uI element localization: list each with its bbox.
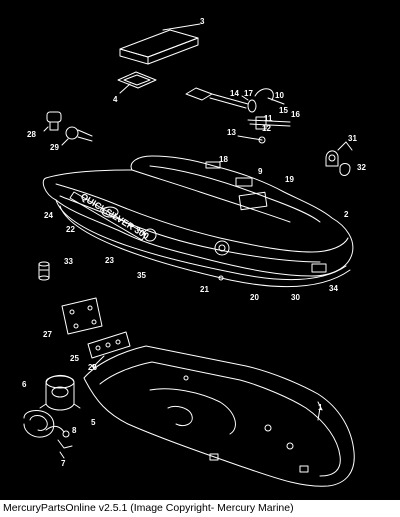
part-label-31[interactable]: 31 <box>348 134 357 143</box>
valve <box>43 111 62 132</box>
part-label-2[interactable]: 2 <box>344 210 349 219</box>
part-label-6[interactable]: 6 <box>22 380 27 389</box>
part-label-29[interactable]: 29 <box>50 143 59 152</box>
part-label-32[interactable]: 32 <box>357 163 366 172</box>
part-label-15[interactable]: 15 <box>279 106 288 115</box>
transom-bracket <box>87 331 131 368</box>
image-caption: MercuryPartsOnline v2.5.1 (Image Copyrig… <box>0 500 400 517</box>
part-label-3[interactable]: 3 <box>200 17 205 26</box>
mounting-plate <box>61 297 103 335</box>
part-label-4[interactable]: 4 <box>113 95 118 104</box>
part-label-21[interactable]: 21 <box>200 285 209 294</box>
brand-decal: QUICKSILVER 300 <box>79 191 151 241</box>
part-label-26[interactable]: 26 <box>88 363 97 372</box>
bracket-hardware <box>325 141 353 176</box>
inflatable-tube <box>42 155 354 288</box>
part-label-10[interactable]: 10 <box>275 91 284 100</box>
fitting <box>61 126 93 146</box>
pump-assembly <box>23 375 81 459</box>
part-label-18[interactable]: 18 <box>219 155 228 164</box>
part-label-25[interactable]: 25 <box>70 354 79 363</box>
part-label-28[interactable]: 28 <box>27 130 36 139</box>
cylinder-part <box>38 261 50 281</box>
part-label-12[interactable]: 12 <box>262 124 271 133</box>
part-label-5[interactable]: 5 <box>91 418 96 427</box>
exploded-view-drawing <box>42 23 354 288</box>
part-label-34[interactable]: 34 <box>329 284 338 293</box>
part-label-14[interactable]: 14 <box>230 89 239 98</box>
small-pad <box>117 71 157 94</box>
part-label-7[interactable]: 7 <box>61 459 66 468</box>
part-label-8[interactable]: 8 <box>72 426 77 435</box>
part-label-16[interactable]: 16 <box>291 110 300 119</box>
oar-assembly <box>185 87 291 144</box>
part-label-20[interactable]: 20 <box>250 293 259 302</box>
part-label-13[interactable]: 13 <box>227 128 236 137</box>
part-label-23[interactable]: 23 <box>105 256 114 265</box>
part-label-17[interactable]: 17 <box>244 89 253 98</box>
lower-parts-drawing <box>23 261 355 487</box>
part-label-27[interactable]: 27 <box>43 330 52 339</box>
part-label-22[interactable]: 22 <box>66 225 75 234</box>
part-label-35[interactable]: 35 <box>137 271 146 280</box>
seat-cushion <box>119 23 201 65</box>
parts-diagram: QUICKSILVER 300 <box>22 17 366 487</box>
part-label-33[interactable]: 33 <box>64 257 73 266</box>
part-label-19[interactable]: 19 <box>285 175 294 184</box>
part-label-1[interactable]: 1 <box>318 403 323 412</box>
floor-hull <box>83 345 355 487</box>
part-label-11[interactable]: 11 <box>264 114 273 123</box>
part-label-30[interactable]: 30 <box>291 293 300 302</box>
part-label-24[interactable]: 24 <box>44 211 53 220</box>
part-label-9[interactable]: 9 <box>258 167 263 176</box>
